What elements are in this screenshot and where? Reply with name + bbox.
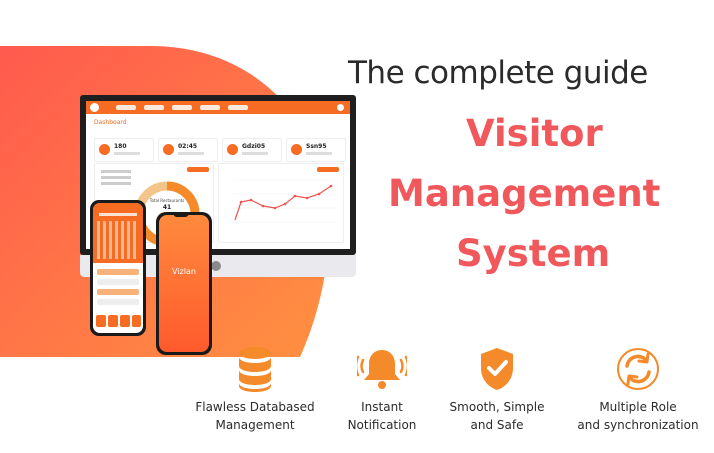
donut-value: 41 <box>162 204 172 211</box>
feature-label: and synchronization <box>577 418 699 432</box>
phone-calendar <box>90 200 146 336</box>
panel-button[interactable] <box>187 167 209 172</box>
feature-safe: Smooth, Simple and Safe <box>440 346 554 434</box>
nav-item[interactable] <box>144 105 164 110</box>
panel-button[interactable] <box>317 167 339 172</box>
feature-label: Management <box>215 418 295 432</box>
calendar-header <box>93 203 143 263</box>
nav-item[interactable] <box>228 105 248 110</box>
feature-label: Instant <box>361 400 403 414</box>
phone-notch <box>173 212 189 217</box>
phone-calendar-screen <box>93 203 143 333</box>
power-button-icon[interactable] <box>211 261 221 271</box>
calendar-grid[interactable] <box>97 221 139 259</box>
feature-label: Notification <box>347 418 417 432</box>
app-name: Vizlan <box>172 267 196 276</box>
nav-item[interactable] <box>172 105 192 110</box>
logo-icon <box>90 103 99 112</box>
feature-label: Flawless Databased <box>195 400 315 414</box>
headline-line-3: System <box>456 232 611 275</box>
phone-splash-screen: Vizlan <box>159 215 209 352</box>
feature-label: Smooth, Simple <box>449 400 545 414</box>
feature-label: and Safe <box>470 418 524 432</box>
user-icon <box>99 144 110 155</box>
monitor-chin <box>80 255 356 277</box>
headline-guide: The complete guide <box>348 55 648 91</box>
feature-sync: Multiple Role and synchronization <box>568 346 708 434</box>
shield-check-icon <box>481 348 513 390</box>
nav-item[interactable] <box>200 105 220 110</box>
phone-splash: Vizlan <box>156 212 212 355</box>
headline-line-1: Visitor <box>466 112 603 155</box>
profile-icon[interactable] <box>337 104 344 111</box>
stat-value: Ssn95 <box>306 143 327 150</box>
stat-card: Ssn95 <box>286 138 346 162</box>
stat-value: 02:45 <box>178 143 198 150</box>
stat-card: Gdzi05 <box>222 138 282 162</box>
nav-item[interactable] <box>116 105 136 110</box>
bell-icon <box>357 350 407 389</box>
feature-label: Multiple Role <box>599 400 677 414</box>
clock-icon <box>163 144 174 155</box>
dashboard-title: Dashboard <box>94 119 127 126</box>
building-icon <box>291 144 302 155</box>
sync-icon <box>617 348 659 390</box>
stat-card: 180 <box>94 138 154 162</box>
database-icon <box>239 347 271 392</box>
stat-value: Gdzi05 <box>242 143 266 150</box>
line-chart <box>233 179 335 223</box>
stat-value: 180 <box>114 143 127 150</box>
donut-label: Total Restaurants <box>149 198 185 203</box>
dashboard-navbar <box>86 101 350 114</box>
feature-notification: Instant Notification <box>334 346 430 434</box>
id-card-icon <box>227 144 238 155</box>
line-chart-panel <box>218 163 344 243</box>
stat-card: 02:45 <box>158 138 218 162</box>
feature-database: Flawless Databased Management <box>190 346 320 434</box>
headline-line-2: Management <box>388 172 661 215</box>
